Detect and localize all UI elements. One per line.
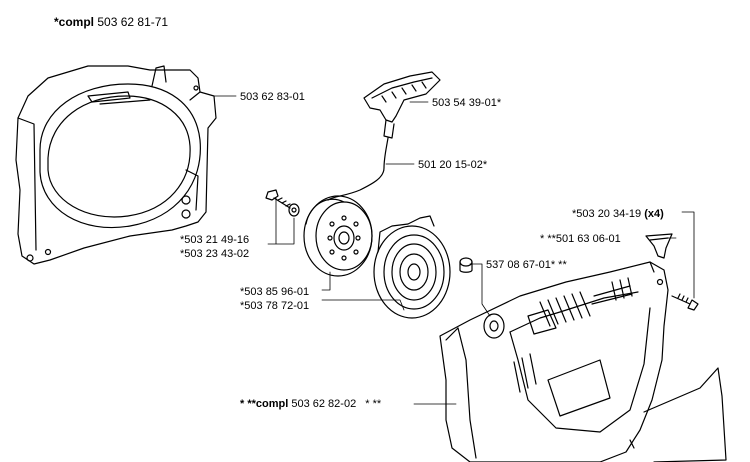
cover-washer-drawing <box>483 313 505 339</box>
starter-handle-drawing <box>363 71 441 139</box>
leader-lines <box>213 95 695 405</box>
label-bushing: 537 08 67-01* ** <box>486 259 567 271</box>
leader-pulley-spring <box>321 271 405 311</box>
starter-cover-drawing <box>439 261 669 462</box>
spring-cassette-drawing <box>373 215 451 319</box>
label-spring-cassette: *503 78 72-01 <box>240 300 310 312</box>
label-starter-cover-suffix: * ** <box>365 398 382 410</box>
label-cone-cap: * **501 63 06-01 <box>540 233 621 245</box>
assembly-prefix: *compl <box>54 15 95 29</box>
starter-cord-drawing <box>327 137 389 201</box>
leader-bushing <box>469 263 491 317</box>
label-screw-x4-qty: (x4) <box>644 208 664 220</box>
assembly-label: *compl 503 62 81-71 <box>54 16 168 28</box>
label-screw-x4-number: *503 20 34-19 <box>572 208 642 220</box>
bushing-drawing <box>459 257 473 273</box>
label-fan-housing: 503 62 83-01 <box>240 91 305 103</box>
label-starter-cord: 501 20 15-02* <box>418 159 488 171</box>
label-starter-cover-number: 503 62 82-02 <box>291 398 357 410</box>
long-screw-drawing <box>671 293 699 311</box>
label-screw-a: *503 21 49-16 <box>180 234 250 246</box>
label-pulley: *503 85 96-01 <box>240 286 310 298</box>
leader-cone-cap <box>667 211 695 299</box>
label-washer-a: *503 23 43-02 <box>180 248 250 260</box>
pulley-drawing <box>303 195 373 277</box>
fan-housing-drawing <box>15 65 217 265</box>
label-screw-x4: *503 20 34-19 (x4) <box>572 208 664 220</box>
screw-washer-drawing <box>265 189 300 217</box>
label-starter-cover: * **compl 503 62 82-02 * ** <box>240 398 381 410</box>
cone-cap-drawing <box>645 233 673 259</box>
label-starter-cover-prefix: * **compl <box>240 398 289 410</box>
leader-screw-washer <box>267 197 295 245</box>
label-starter-handle: 503 54 39-01* <box>432 97 502 109</box>
assembly-number: 503 62 81-71 <box>97 15 169 29</box>
chassis-fragment-drawing <box>643 367 727 462</box>
